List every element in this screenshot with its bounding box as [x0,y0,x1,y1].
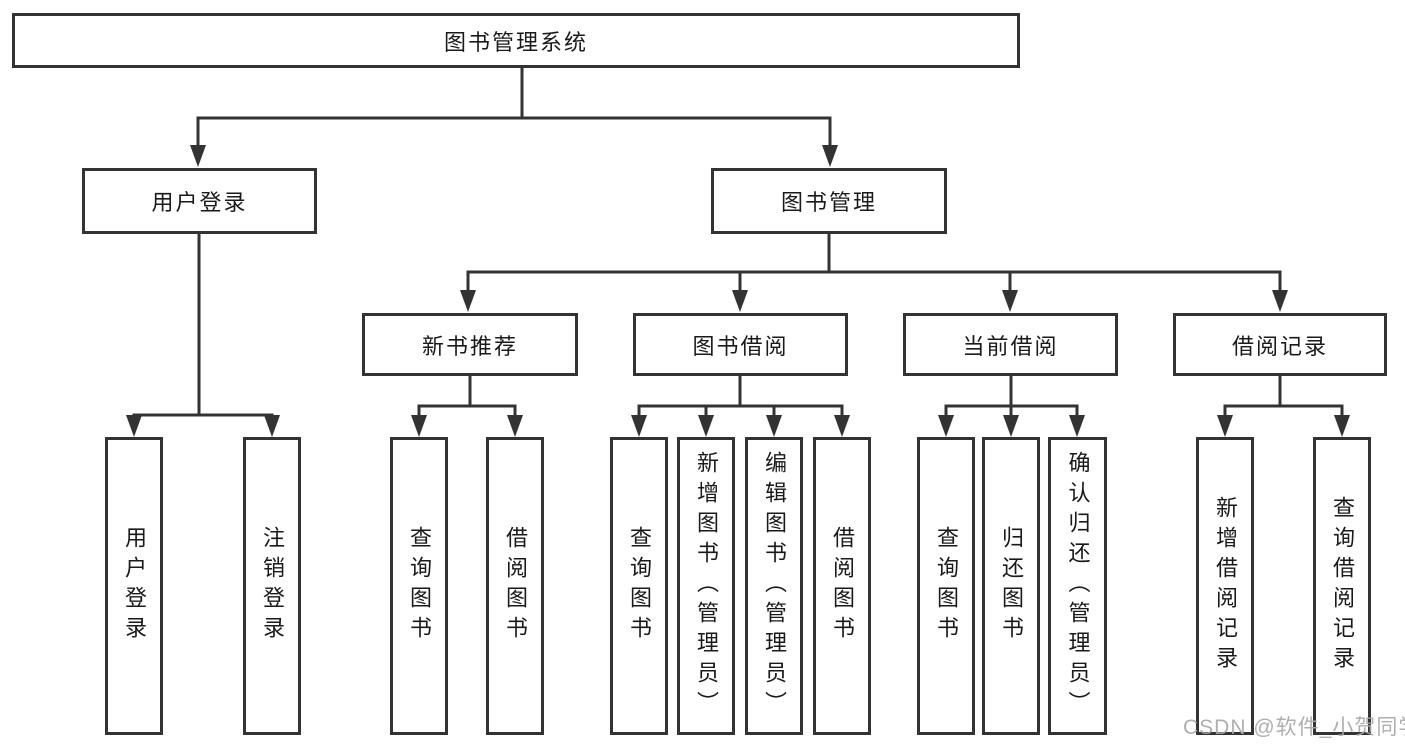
node-library-management-system: 图书管理系统 [12,13,1020,68]
node-current-borrowing: 当前借阅 [903,313,1118,376]
leaf-query-books-recommend: 查询图书 [390,437,448,735]
leaf-query-borrow-record: 查询借阅记录 [1313,437,1371,735]
node-new-book-recommendation: 新书推荐 [362,313,578,376]
leaf-logout: 注销登录 [243,437,301,735]
leaf-query-books-borrow: 查询图书 [610,437,668,735]
node-user-login: 用户登录 [82,168,317,234]
leaf-add-borrow-record: 新增借阅记录 [1196,437,1254,735]
leaf-user-login: 用户登录 [105,437,163,735]
leaf-return-books: 归还图书 [982,437,1040,735]
node-borrowing-records: 借阅记录 [1173,313,1387,376]
leaf-query-books-current: 查询图书 [917,437,975,735]
leaf-borrow-books-recommend: 借阅图书 [486,437,544,735]
leaf-edit-books-admin: 编辑图书（管理员） [745,437,803,735]
csdn-watermark: CSDN @软件_小贺同学 [1183,716,1405,739]
leaf-add-books-admin: 新增图书（管理员） [677,437,735,735]
node-book-borrowing: 图书借阅 [633,313,848,376]
node-book-management: 图书管理 [711,168,947,234]
leaf-borrow-books: 借阅图书 [813,437,871,735]
leaf-confirm-return-admin: 确认归还（管理员） [1048,437,1107,735]
